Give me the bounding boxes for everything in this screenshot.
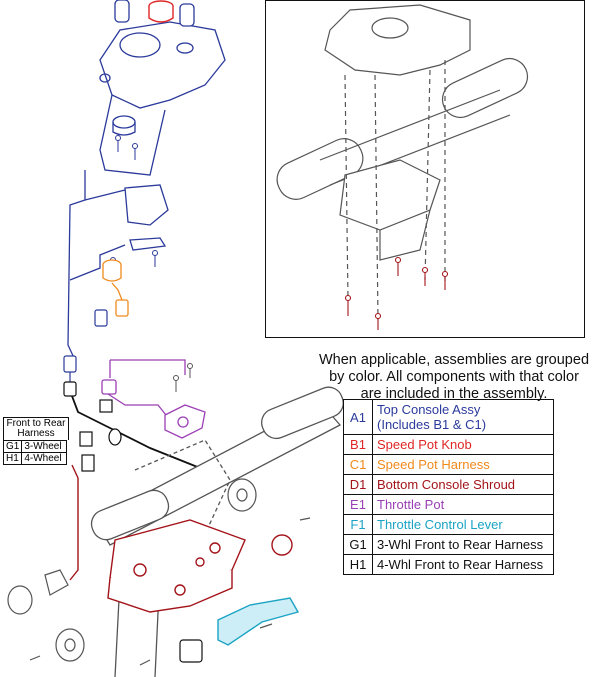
assembly-legend: A1 Top Console Assy (Includes B1 & C1) B… (343, 399, 554, 575)
legend-row: C1 Speed Pot Harness (343, 454, 554, 475)
harness-code: G1 (2, 440, 23, 453)
throttle-control-lever (217, 597, 300, 646)
legend-label: Bottom Console Shroud (372, 474, 554, 495)
console-connectors (63, 309, 108, 397)
legend-label-line-1: Top Console Assy (377, 402, 481, 417)
bottom-console-shroud (69, 464, 293, 613)
hardware-washers (7, 478, 311, 666)
legend-code: B1 (343, 434, 373, 455)
note-line-2: by color. All components with that color (329, 369, 579, 385)
harness-callout-table: G1 3-Wheel H1 4-Wheel (2, 440, 68, 465)
inset-frame (265, 0, 585, 338)
harness-row: H1 4-Wheel (2, 452, 68, 465)
color-grouping-note: When applicable, assemblies are grouped … (318, 352, 590, 403)
legend-code: F1 (343, 514, 373, 535)
harness-label: 3-Wheel (21, 440, 68, 453)
legend-code: E1 (343, 494, 373, 515)
legend-row: A1 Top Console Assy (Includes B1 & C1) (343, 399, 554, 435)
speed-pot-knob (148, 0, 174, 23)
legend-row: B1 Speed Pot Knob (343, 434, 554, 455)
legend-code: H1 (343, 554, 373, 575)
legend-label: Speed Pot Knob (372, 434, 554, 455)
legend-row: D1 Bottom Console Shroud (343, 474, 554, 495)
harness-label: 4-Wheel (21, 452, 68, 465)
legend-code: G1 (343, 534, 373, 555)
legend-label: Throttle Pot (372, 494, 554, 515)
harness-row: G1 3-Wheel (2, 440, 68, 453)
harness-title-line-1: Front to Rear (6, 418, 66, 429)
note-line-3: are included in the assembly. (360, 386, 548, 402)
legend-code: A1 (343, 399, 373, 435)
harness-code: H1 (2, 452, 23, 465)
legend-label: 3-Whl Front to Rear Harness (372, 534, 554, 555)
throttle-pot (101, 359, 206, 439)
harness-callout-title: Front to Rear Harness (3, 417, 69, 440)
legend-label: 4-Whl Front to Rear Harness (372, 554, 554, 575)
legend-row: F1 Throttle Control Lever (343, 514, 554, 535)
inset-screws (344, 256, 449, 330)
legend-code: D1 (343, 474, 373, 495)
front-to-rear-harness (71, 395, 201, 472)
harness-title-line-2: Harness (17, 428, 55, 439)
legend-label: Speed Pot Harness (372, 454, 554, 475)
legend-row: H1 4-Whl Front to Rear Harness (343, 554, 554, 575)
legend-row: E1 Throttle Pot (343, 494, 554, 515)
note-line-1: When applicable, assemblies are grouped (318, 352, 590, 368)
legend-label: Top Console Assy (Includes B1 & C1) (372, 399, 554, 435)
harness-callout: Front to Rear Harness G1 3-Wheel H1 4-Wh… (2, 417, 69, 465)
inset-assembly-view (276, 4, 529, 321)
legend-code: C1 (343, 454, 373, 475)
legend-label: Throttle Control Lever (372, 514, 554, 535)
legend-row: G1 3-Whl Front to Rear Harness (343, 534, 554, 555)
top-console-screws (110, 135, 158, 272)
throttle-screws (173, 363, 193, 392)
top-console-assembly (67, 0, 226, 361)
speed-pot-harness (102, 259, 129, 317)
legend-label-line-2: (Includes B1 & C1) (377, 417, 487, 432)
